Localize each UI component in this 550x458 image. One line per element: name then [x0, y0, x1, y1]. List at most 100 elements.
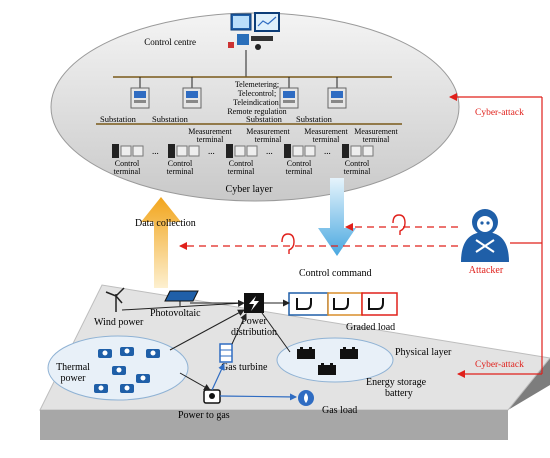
control-command-arrow	[318, 178, 356, 256]
terminal-devices-icon	[226, 144, 258, 158]
measurement-terminal-label: Measurement terminal	[246, 127, 290, 144]
svg-text:Control: Control	[287, 159, 312, 168]
svg-text:terminal: terminal	[363, 135, 390, 144]
ellipsis-mark: ...	[266, 146, 273, 156]
power-distribution-label: Power	[241, 316, 267, 327]
control-terminal-label: Control terminal	[286, 159, 313, 176]
energy-storage-label: Energy storage	[366, 377, 427, 388]
control-terminal-label: Control terminal	[114, 159, 141, 176]
cyber-attack-label: Cyber-attack	[475, 108, 524, 118]
wind-power-label: Wind power	[94, 317, 144, 328]
solar-panel-icon	[164, 290, 199, 306]
terminal-devices-icon	[168, 144, 200, 158]
substation-server-icon	[327, 77, 347, 109]
svg-text:terminal: terminal	[313, 135, 340, 144]
terminal-devices-icon	[342, 144, 374, 158]
ellipsis-mark: ...	[152, 146, 159, 156]
substation-server-icon	[130, 77, 150, 109]
power-to-gas-label: Power to gas	[178, 410, 230, 421]
control-centre-label: Control centre	[144, 37, 196, 47]
svg-text:terminal: terminal	[167, 167, 194, 176]
power-flow-lines	[121, 299, 291, 391]
terminal-devices-icon	[112, 144, 144, 158]
measurement-terminal-label: Measurement terminal	[354, 127, 398, 144]
thermal-power-label-2: power	[61, 373, 87, 384]
thermal-power-label: Thermal	[56, 362, 90, 373]
thermal-unit-icon	[98, 349, 112, 358]
ellipsis-mark: ...	[324, 146, 331, 156]
data-collection-label: Data collection	[135, 218, 196, 229]
battery-icon	[297, 347, 315, 359]
attacker-label: Attacker	[469, 265, 504, 276]
gas-turbine-icon	[219, 343, 233, 363]
control-command-label: Control command	[299, 268, 372, 279]
svg-text:terminal: terminal	[228, 167, 255, 176]
measurement-terminal-label: Measurement terminal	[304, 127, 348, 144]
svg-text:terminal: terminal	[286, 167, 313, 176]
cyber-layer-label: Cyber layer	[226, 184, 274, 195]
graded-load-icon	[288, 292, 398, 316]
power-to-gas-icon	[203, 389, 221, 404]
control-centre-icon	[228, 12, 280, 50]
control-terminal-label: Control terminal	[228, 159, 255, 176]
svg-text:Teleindication;: Teleindication;	[233, 98, 281, 107]
svg-text:Telecontrol;: Telecontrol;	[238, 89, 277, 98]
substation-server-icon	[279, 77, 299, 109]
control-terminal-label: Control terminal	[344, 159, 371, 176]
svg-text:Measurement: Measurement	[354, 127, 398, 136]
gas-turbine-label: Gas turbine	[221, 362, 268, 373]
thermal-unit-icon	[94, 384, 108, 393]
ellipsis-mark: ...	[208, 146, 215, 156]
thermal-unit-icon	[120, 347, 134, 356]
physical-layer: Wind power Photovoltaic Power distributi…	[39, 284, 550, 440]
attacker-icon	[461, 209, 509, 262]
svg-text:Measurement: Measurement	[188, 127, 232, 136]
ear-icon	[281, 233, 295, 254]
power-distribution-label-2: distribution	[231, 327, 277, 338]
measurement-terminal-label: Measurement terminal	[188, 127, 232, 144]
data-collection-arrow	[141, 197, 181, 288]
svg-text:Control: Control	[345, 159, 370, 168]
cyber-attack-path	[449, 93, 543, 378]
photovoltaic-label: Photovoltaic	[150, 308, 201, 319]
cyber-layer: Control centre Telemetering; Telecontrol…	[50, 12, 460, 202]
gas-load-icon	[298, 390, 314, 406]
thermal-unit-icon	[136, 374, 150, 383]
svg-text:terminal: terminal	[197, 135, 224, 144]
physical-layer-label: Physical layer	[395, 347, 452, 358]
battery-icon	[340, 347, 358, 359]
svg-text:Telemetering;: Telemetering;	[235, 80, 279, 89]
terminal-devices-icon	[284, 144, 316, 158]
substation-label: Substation	[296, 114, 333, 124]
comm-types-label: Telemetering; Telecontrol; Teleindicatio…	[227, 80, 286, 116]
svg-text:Control: Control	[115, 159, 140, 168]
svg-text:terminal: terminal	[114, 167, 141, 176]
storage-group	[276, 337, 394, 383]
substation-label: Substation	[100, 114, 137, 124]
svg-text:terminal: terminal	[255, 135, 282, 144]
control-terminal-label: Control terminal	[167, 159, 194, 176]
substation-label: Substation	[152, 114, 189, 124]
ear-icon	[392, 214, 406, 235]
thermal-unit-icon	[120, 384, 134, 393]
svg-text:terminal: terminal	[344, 167, 371, 176]
svg-text:Measurement: Measurement	[246, 127, 290, 136]
thermal-unit-icon	[112, 366, 126, 375]
svg-text:Control: Control	[229, 159, 254, 168]
svg-text:Remote regulation: Remote regulation	[227, 107, 286, 116]
energy-storage-label-2: battery	[385, 388, 413, 399]
gas-flow-lines	[211, 363, 297, 401]
svg-text:Control: Control	[168, 159, 193, 168]
graded-load-label: Graded load	[346, 322, 395, 333]
substation-server-icon	[182, 77, 202, 109]
cyber-attack-label: Cyber-attack	[475, 360, 524, 370]
svg-text:Measurement: Measurement	[304, 127, 348, 136]
power-distribution-icon	[244, 293, 264, 313]
wind-turbine-icon	[105, 287, 125, 312]
thermal-unit-icon	[146, 349, 160, 358]
battery-icon	[318, 363, 336, 375]
gas-load-label: Gas load	[322, 405, 357, 416]
eavesdrop-lines	[179, 223, 458, 250]
substation-label: Substation	[246, 114, 283, 124]
